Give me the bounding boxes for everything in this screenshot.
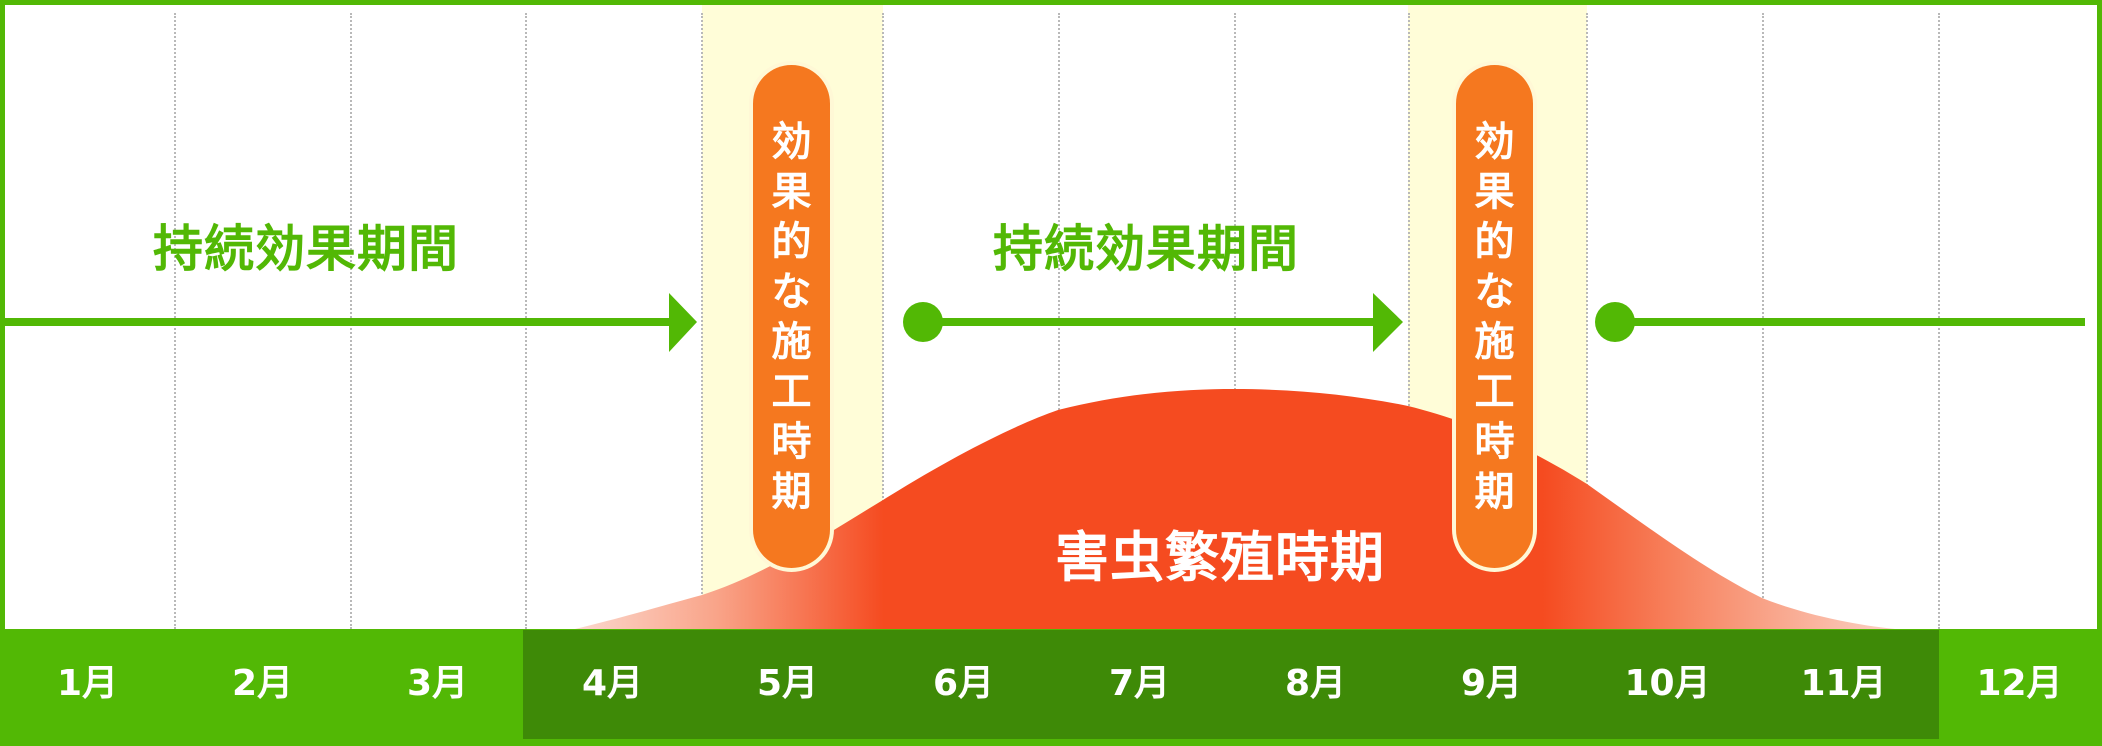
pill-char: 時 [771,418,812,465]
effect-period-label-1: 持続効果期間 [153,220,459,278]
month-label: 12月 [1976,663,2063,704]
effect-line-3 [1615,318,2085,326]
gridline [1586,13,1588,629]
pill-char: 効 [1474,118,1515,165]
pill-char: な [1474,268,1515,315]
month-label: 3月 [406,663,469,704]
pill-char: な [771,268,812,315]
pill-char: 効 [771,118,812,165]
pill-char: 工 [1474,368,1515,415]
timeline-plot-area: 持続効果期間 持続効果期間 効 果 的 な 施 工 時 期 効 果 的 な 施 … [5,5,2097,629]
treatment-period-pill-may: 効 果 的 な 施 工 時 期 [753,65,830,568]
month-label: 11月 [1800,663,1887,704]
pill-char: 果 [1474,168,1515,215]
pill-char: 時 [1474,418,1515,465]
pill-char: 果 [771,168,812,215]
effect-line-2 [923,318,1375,326]
gridline [1408,13,1410,629]
pest-breeding-label: 害虫繁殖時期 [1055,526,1385,589]
pill-char: 施 [771,318,812,365]
pill-char: 的 [771,218,812,265]
pill-char: 期 [1474,468,1515,515]
gridline [882,13,884,629]
pill-char: 施 [1474,318,1515,365]
month-label: 7月 [1108,663,1171,704]
month-label: 8月 [1284,663,1347,704]
month-label: 9月 [1460,663,1523,704]
pill-char: 期 [771,468,812,515]
month-label: 5月 [756,663,819,704]
gridline [701,13,703,629]
effect-line-1 [5,318,671,326]
month-label: 1月 [56,663,119,704]
treatment-period-pill-september: 効 果 的 な 施 工 時 期 [1456,65,1533,568]
pest-breeding-curve [575,389,1895,629]
pill-char: 的 [1474,218,1515,265]
pest-season-band [523,630,1939,739]
pill-char: 工 [771,368,812,415]
arrow-head-icon [669,293,697,352]
effect-period-arrows [5,293,2085,352]
effect-period-label-2: 持続効果期間 [993,220,1299,278]
month-label: 10月 [1624,663,1711,704]
month-label: 2月 [231,663,294,704]
arrow-head-icon [1373,293,1403,352]
month-axis: 1月 2月 3月 4月 5月 6月 7月 8月 9月 10月 11月 12月 [0,629,2102,746]
month-label: 4月 [581,663,644,704]
month-label: 6月 [932,663,995,704]
